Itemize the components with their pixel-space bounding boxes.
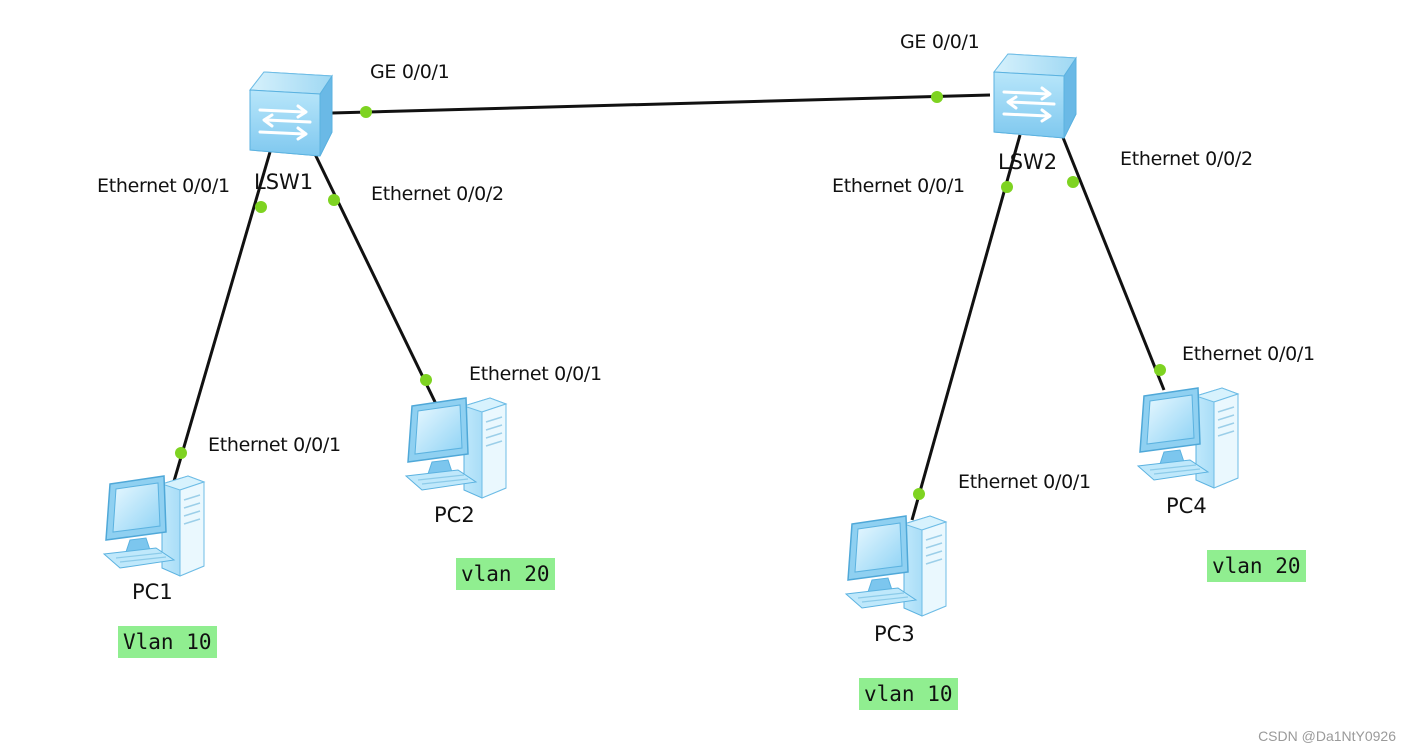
- port-dot-pc2-eth001[interactable]: [420, 374, 432, 386]
- port-label-lsw1-eth002: Ethernet 0/0/2: [371, 183, 504, 205]
- device-name-pc3: PC3: [874, 622, 915, 646]
- port-label-pc4-eth001: Ethernet 0/0/1: [1182, 343, 1315, 365]
- watermark: CSDN @Da1NtY0926: [1258, 728, 1396, 744]
- port-label-pc1-eth001: Ethernet 0/0/1: [208, 434, 341, 456]
- link-lsw1-pc2: [312, 151, 438, 405]
- port-dot-pc3-eth001[interactable]: [913, 488, 925, 500]
- port-label-pc2-eth001: Ethernet 0/0/1: [469, 363, 602, 385]
- link-lsw1-pc1: [170, 151, 272, 489]
- device-name-lsw1: LSW1: [254, 170, 314, 194]
- switch-icon[interactable]: [244, 70, 334, 158]
- port-dot-lsw1-eth001[interactable]: [255, 201, 267, 213]
- device-name-lsw2: LSW2: [998, 150, 1058, 174]
- port-label-lsw2-eth001: Ethernet 0/0/1: [832, 175, 965, 197]
- pc-icon[interactable]: [842, 510, 952, 620]
- port-dot-lsw1-eth002[interactable]: [328, 194, 340, 206]
- pc-icon[interactable]: [402, 392, 512, 502]
- link-lsw2-pc4: [1060, 134, 1166, 391]
- pc-icon[interactable]: [100, 470, 210, 580]
- vlan-tag-pc4: vlan 20: [1207, 550, 1306, 582]
- link-lsw1-lsw2: [331, 93, 991, 115]
- device-name-pc1: PC1: [132, 580, 173, 604]
- port-label-lsw1-eth001: Ethernet 0/0/1: [97, 175, 230, 197]
- device-name-pc4: PC4: [1166, 494, 1207, 518]
- pc-icon[interactable]: [1134, 382, 1244, 492]
- port-label-lsw2-eth002: Ethernet 0/0/2: [1120, 148, 1253, 170]
- switch-icon[interactable]: [988, 52, 1078, 140]
- vlan-tag-pc3: vlan 10: [859, 678, 958, 710]
- port-label-lsw1-ge001: GE 0/0/1: [370, 61, 450, 83]
- port-dot-lsw2-eth002[interactable]: [1067, 176, 1079, 188]
- vlan-tag-pc1: Vlan 10: [118, 626, 217, 658]
- device-name-pc2: PC2: [434, 503, 475, 527]
- port-dot-lsw2-eth001[interactable]: [1001, 181, 1013, 193]
- vlan-tag-pc2: vlan 20: [456, 558, 555, 590]
- link-lsw2-pc3: [910, 134, 1022, 521]
- port-dot-pc4-eth001[interactable]: [1154, 364, 1166, 376]
- port-dot-lsw2-ge001[interactable]: [931, 91, 943, 103]
- port-dot-lsw1-ge001[interactable]: [360, 106, 372, 118]
- port-label-pc3-eth001: Ethernet 0/0/1: [958, 471, 1091, 493]
- port-label-lsw2-ge001: GE 0/0/1: [900, 31, 980, 53]
- port-dot-pc1-eth001[interactable]: [175, 447, 187, 459]
